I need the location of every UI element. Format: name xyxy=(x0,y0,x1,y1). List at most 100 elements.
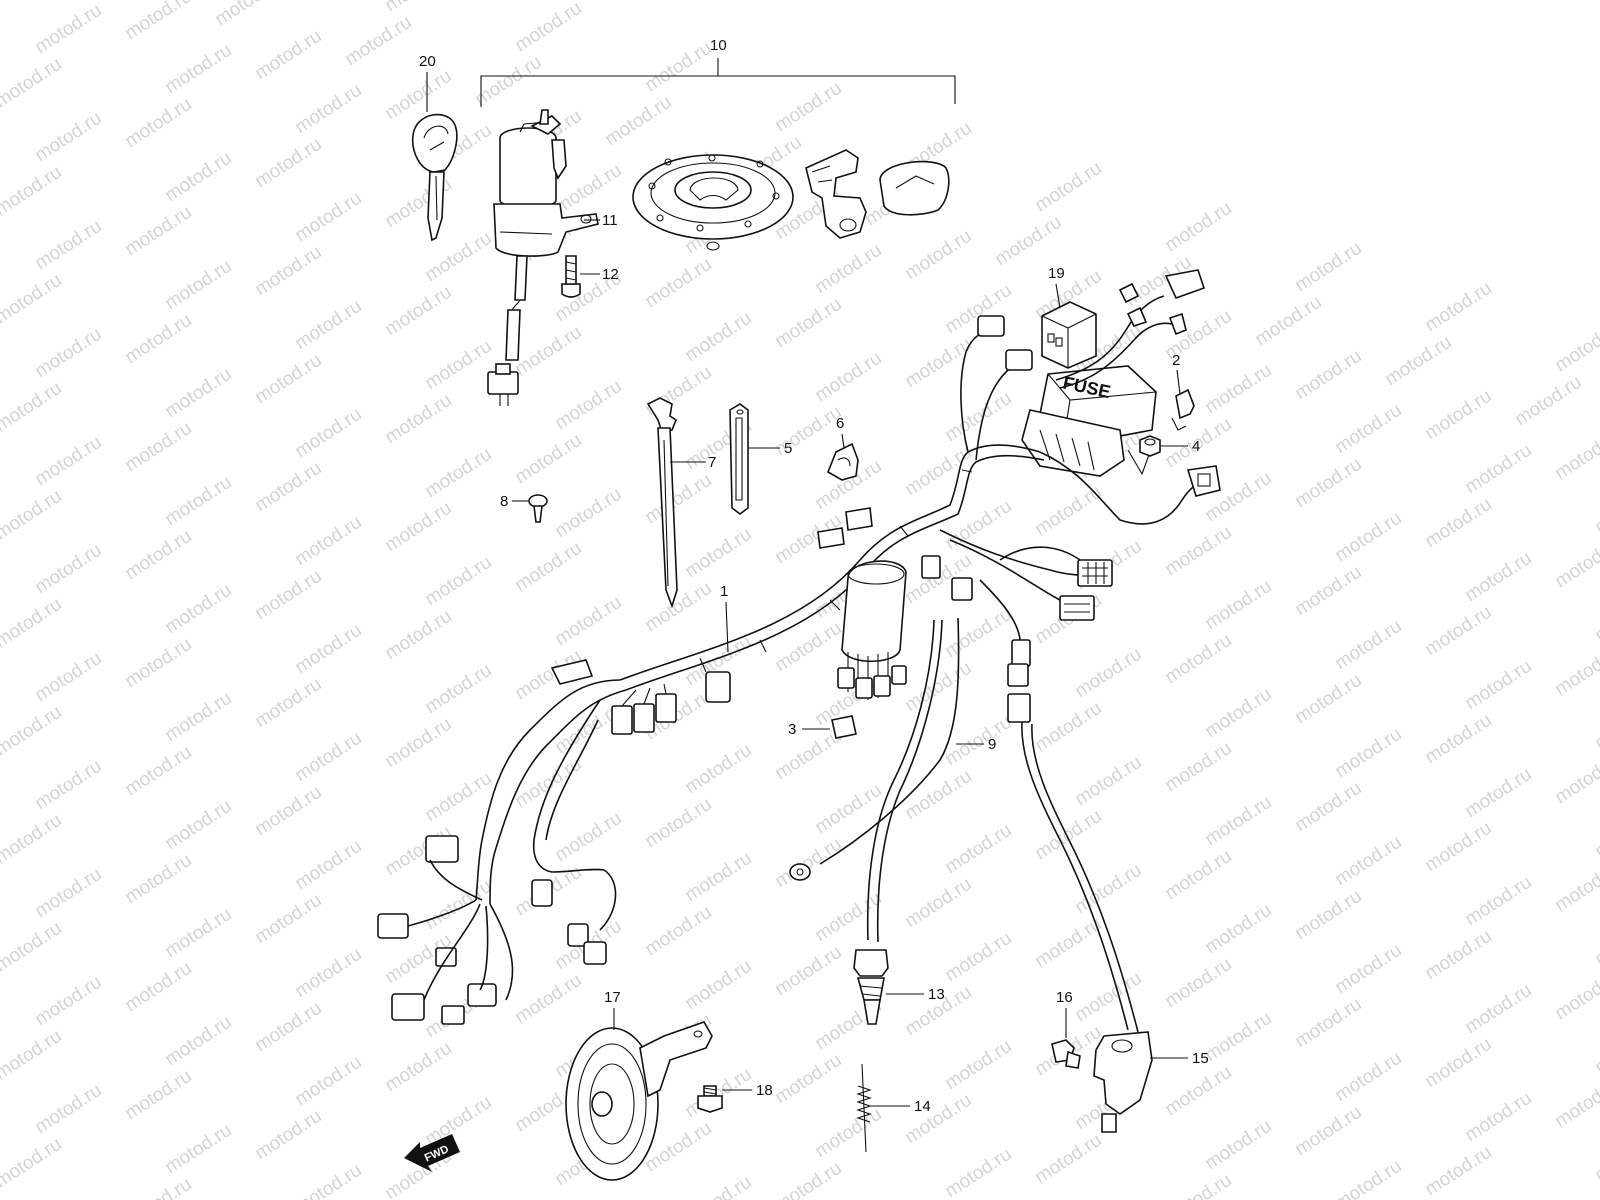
watermark-text: motod.ru xyxy=(0,54,66,112)
watermark-text: motod.ru xyxy=(1551,534,1600,592)
watermark-text: motod.ru xyxy=(251,26,325,84)
watermark-text: motod.ru xyxy=(381,390,455,448)
lock-cover[interactable] xyxy=(879,160,950,216)
watermark-text: motod.ru xyxy=(291,512,365,570)
watermark-text: motod.ru xyxy=(1291,670,1365,728)
relay[interactable] xyxy=(1041,301,1097,369)
watermark-text: motod.ru xyxy=(1291,778,1365,836)
watermark-text: motod.ru xyxy=(1161,1170,1235,1200)
watermark-text: motod.ru xyxy=(1381,332,1455,390)
watermark-text: motod.ru xyxy=(1421,494,1495,552)
watermark-text: motod.ru xyxy=(1331,1048,1405,1106)
watermark-text: motod.ru xyxy=(421,660,495,718)
side-stand-switch[interactable] xyxy=(1021,721,1153,1133)
key-part[interactable] xyxy=(411,113,458,242)
watermark-text: motod.ru xyxy=(1511,372,1585,430)
callout-3: 3 xyxy=(788,721,796,738)
watermark-text: motod.ru xyxy=(1461,440,1535,498)
callout-10: 10 xyxy=(710,37,727,54)
watermark-text: motod.ru xyxy=(121,1174,195,1200)
watermark-text: motod.ru xyxy=(381,174,455,232)
watermark-text: motod.ru xyxy=(121,526,195,584)
watermark-text: motod.ru xyxy=(1461,980,1535,1038)
watermark-text: motod.ru xyxy=(1421,710,1495,768)
watermark-text: motod.ru xyxy=(1591,804,1600,862)
watermark-text: motod.ru xyxy=(0,702,66,760)
fuse-box[interactable]: FUSE xyxy=(1021,365,1157,477)
watermark-text: motod.ru xyxy=(1551,426,1600,484)
main-wiring-harness[interactable] xyxy=(377,269,1221,1025)
watermark-text: motod.ru xyxy=(121,202,195,260)
callout-2: 2 xyxy=(1172,352,1180,369)
watermark-text: motod.ru xyxy=(1161,954,1235,1012)
watermark-text: motod.ru xyxy=(31,972,105,1030)
fuel-cap[interactable] xyxy=(632,154,794,251)
watermark-text: motod.ru xyxy=(161,1120,235,1178)
watermark-text: motod.ru xyxy=(161,472,235,530)
callout-11: 11 xyxy=(602,212,618,229)
callout-12: 12 xyxy=(602,266,619,283)
watermark-text: motod.ru xyxy=(1291,238,1365,296)
watermark-text: motod.ru xyxy=(941,928,1015,986)
watermark-text: motod.ru xyxy=(1201,360,1275,418)
callout-7: 7 xyxy=(708,454,716,471)
watermark-text: motod.ru xyxy=(681,524,755,582)
watermark-text: motod.ru xyxy=(1421,818,1495,876)
cable-tie[interactable] xyxy=(646,397,678,609)
watermark-text: motod.ru xyxy=(251,890,325,948)
right-branch-connectors[interactable] xyxy=(939,529,1113,723)
watermark-text: motod.ru xyxy=(121,958,195,1016)
seat-lock[interactable] xyxy=(805,149,867,239)
watermark-text: motod.ru xyxy=(511,538,585,596)
watermark-text: motod.ru xyxy=(121,634,195,692)
watermark-text: motod.ru xyxy=(1421,926,1495,984)
watermark-text: motod.ru xyxy=(471,52,545,110)
watermark-text: motod.ru xyxy=(551,484,625,542)
watermark-text: motod.ru xyxy=(681,848,755,906)
rivet-clip[interactable] xyxy=(528,494,548,523)
watermark-text: motod.ru xyxy=(811,1104,885,1162)
center-coupler[interactable] xyxy=(817,507,973,700)
watermark-text: motod.ru xyxy=(1461,656,1535,714)
horn[interactable] xyxy=(565,1021,713,1181)
watermark-text: motod.ru xyxy=(0,270,66,328)
watermark-text: motod.ru xyxy=(31,0,105,58)
watermark-text: motod.ru xyxy=(811,348,885,406)
clamp-strip[interactable] xyxy=(729,403,749,515)
watermark-text: motod.ru xyxy=(1291,1102,1365,1160)
watermark-text: motod.ru xyxy=(901,874,975,932)
watermark-text: motod.ru xyxy=(0,810,66,868)
watermark-text: motod.ru xyxy=(0,486,66,544)
watermark-text: motod.ru xyxy=(421,1092,495,1150)
callout-19: 19 xyxy=(1048,265,1065,282)
watermark-text: motod.ru xyxy=(161,904,235,962)
watermark-text: motod.ru xyxy=(1201,684,1275,742)
watermark-text: motod.ru xyxy=(291,1052,365,1110)
bolt-16[interactable] xyxy=(1051,1039,1081,1069)
ignition-switch[interactable] xyxy=(487,109,599,406)
watermark-text: motod.ru xyxy=(341,12,415,70)
watermark-text: motod.ru xyxy=(991,212,1065,270)
spring[interactable] xyxy=(856,1063,872,1153)
watermark-text: motod.ru xyxy=(901,658,975,716)
watermark-text: motod.ru xyxy=(1161,198,1235,256)
neutral-switch[interactable] xyxy=(853,619,943,1025)
nut-4[interactable] xyxy=(1139,435,1161,457)
watermark-text: motod.ru xyxy=(1591,480,1600,538)
watermark-text: motod.ru xyxy=(941,1144,1015,1200)
fuse-2[interactable] xyxy=(1171,388,1195,431)
bolt-18[interactable] xyxy=(697,1085,723,1113)
ground-lead[interactable] xyxy=(789,617,960,881)
watermark-text: motod.ru xyxy=(161,148,235,206)
watermark-text: motod.ru xyxy=(1291,454,1365,512)
screw-12[interactable] xyxy=(561,255,581,298)
watermark-text: motod.ru xyxy=(31,432,105,490)
watermark-text: motod.ru xyxy=(1551,750,1600,808)
watermark-text: motod.ru xyxy=(1591,912,1600,970)
wire-clamp[interactable] xyxy=(826,442,859,481)
watermark-text: motod.ru xyxy=(251,242,325,300)
watermark-text: motod.ru xyxy=(1161,1062,1235,1120)
watermark-text: motod.ru xyxy=(1031,1130,1105,1188)
watermark-text: motod.ru xyxy=(0,162,66,220)
